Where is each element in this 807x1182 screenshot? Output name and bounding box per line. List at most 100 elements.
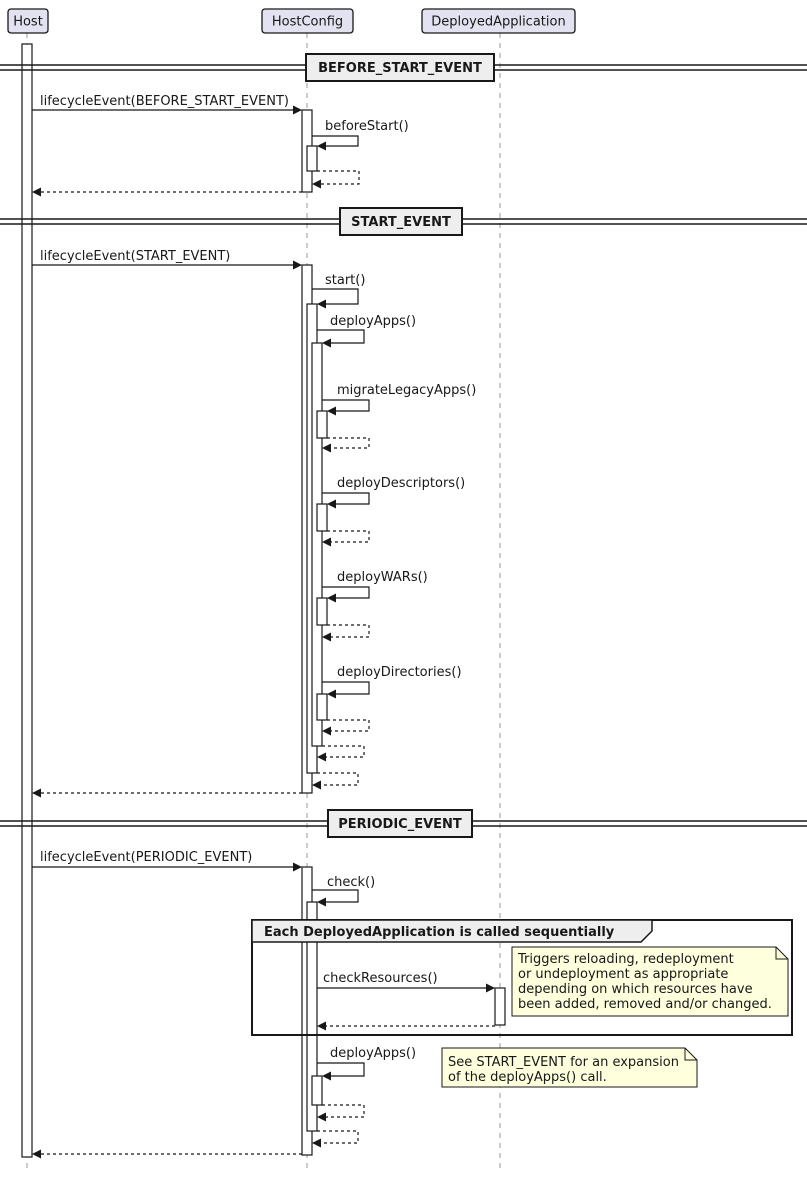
participant-box [421, 8, 576, 34]
lifelines [26, 33, 501, 1170]
arrow-line [317, 170, 360, 185]
message-deploy-wars: deployWARs() [322, 570, 428, 603]
note-line: of the deployApps() call. [448, 1070, 607, 1085]
arrowhead [312, 179, 321, 189]
activation-bars [21, 43, 506, 1158]
message-label: deployDescriptors() [337, 476, 465, 491]
note-deploy-apps: See START_EVENT for an expansion of the … [441, 1047, 698, 1088]
message-label: lifecycleEvent(PERIODIC_EVENT) [40, 850, 252, 865]
message-label: deployApps() [330, 1046, 416, 1061]
message-deploy-apps: deployApps() [317, 314, 416, 348]
arrow-line [312, 288, 359, 305]
participant-box [7, 8, 49, 34]
activation-deploy-wars [316, 597, 328, 626]
arrow-line [322, 586, 370, 599]
message-check: check() [312, 875, 375, 907]
arrowhead [32, 788, 41, 798]
note-line: See START_EVENT for an expansion [448, 1055, 679, 1070]
return-before-to-host [32, 187, 302, 197]
note-body [511, 946, 789, 1017]
activation-before-start [306, 145, 318, 172]
return-migrate-legacy-apps [322, 437, 370, 453]
participant-hostconfig: HostConfig [261, 8, 354, 34]
message-lifecycle-periodic: lifecycleEvent(PERIODIC_EVENT) [32, 850, 302, 872]
arrow-line [317, 772, 359, 786]
message-deploy-apps-periodic: deployApps() [317, 1046, 416, 1081]
message-check-resources: checkResources() [317, 971, 495, 993]
arrowhead [312, 780, 321, 790]
note-body [441, 1047, 698, 1088]
arrowhead [317, 752, 326, 762]
note-line: depending on which resources have [518, 982, 753, 997]
message-lifecycle-start: lifecycleEvent(START_EVENT) [32, 249, 302, 270]
group-header [251, 919, 653, 943]
arrowhead [293, 105, 302, 115]
activation-deploy-apps-periodic [311, 1075, 323, 1106]
arrowhead [327, 499, 336, 509]
message-before-start: beforeStart() [312, 119, 409, 151]
message-label: lifecycleEvent(START_EVENT) [40, 249, 230, 264]
arrow-line [327, 437, 370, 449]
return-periodic-to-host [32, 1149, 302, 1159]
arrowhead [317, 299, 326, 309]
participant-label: HostConfig [272, 15, 343, 30]
arrowhead [317, 1021, 326, 1031]
arrow-line [322, 399, 370, 412]
arrow-line [317, 1062, 365, 1077]
arrowhead [322, 632, 331, 642]
return-deploy-apps-periodic-self [317, 1104, 365, 1122]
participant-host: Host [7, 8, 49, 34]
message-migrate-legacy-apps: migrateLegacyApps() [322, 383, 476, 416]
divider-before-start-event: BEFORE_START_EVENT [0, 53, 807, 82]
arrowhead [317, 897, 326, 907]
return-start-self [312, 772, 359, 790]
participant-label: DeployedApplication [431, 15, 565, 30]
arrow-line [322, 745, 365, 758]
participant-box [261, 8, 354, 34]
note-fold-corner-icon [684, 1048, 697, 1061]
divider-label: START_EVENT [351, 215, 451, 230]
arrowhead [322, 726, 331, 736]
note-check-resources: Triggers reloading, redeployment or unde… [511, 946, 789, 1017]
note-line: Triggers reloading, redeployment [517, 952, 734, 967]
message-label: beforeStart() [325, 119, 409, 134]
arrowhead [322, 537, 331, 547]
message-label: migrateLegacyApps() [337, 383, 476, 398]
arrowhead [293, 260, 302, 270]
group-sequential: Each DeployedApplication is called seque… [251, 919, 793, 1036]
divider-label-box [305, 53, 495, 82]
arrowhead [327, 593, 336, 603]
arrow-line [327, 719, 370, 732]
message-label: check() [327, 875, 375, 890]
message-label: start() [325, 273, 365, 288]
message-label: deployDirectories() [337, 665, 462, 680]
group-label: Each DeployedApplication is called seque… [264, 925, 615, 940]
activation-deployedapplication [494, 987, 506, 1026]
activation-deploy-directories [316, 693, 328, 721]
message-label: checkResources() [323, 971, 438, 986]
return-deploy-wars [322, 624, 370, 642]
arrow-line [322, 681, 370, 695]
arrow-line [312, 135, 359, 147]
message-label: deployWARs() [337, 570, 428, 585]
note-line: been added, removed and/or changed. [518, 997, 772, 1012]
message-start: start() [312, 273, 365, 309]
arrow-line [312, 889, 359, 903]
message-label: deployApps() [330, 314, 416, 329]
arrowhead [32, 1149, 41, 1159]
divider-label-box [327, 809, 473, 838]
arrow-line [327, 624, 370, 638]
participant-label: Host [13, 15, 43, 30]
return-before-start-self [312, 170, 360, 189]
message-deploy-directories: deployDirectories() [322, 665, 462, 699]
arrowhead [486, 983, 495, 993]
message-lifecycle-before-start: lifecycleEvent(BEFORE_START_EVENT) [32, 94, 302, 115]
arrowhead [32, 187, 41, 197]
return-start-to-host [32, 788, 302, 798]
divider-periodic-event: PERIODIC_EVENT [0, 809, 807, 838]
arrowhead [322, 443, 331, 453]
message-label: lifecycleEvent(BEFORE_START_EVENT) [40, 94, 289, 109]
divider-start-event: START_EVENT [0, 207, 807, 236]
